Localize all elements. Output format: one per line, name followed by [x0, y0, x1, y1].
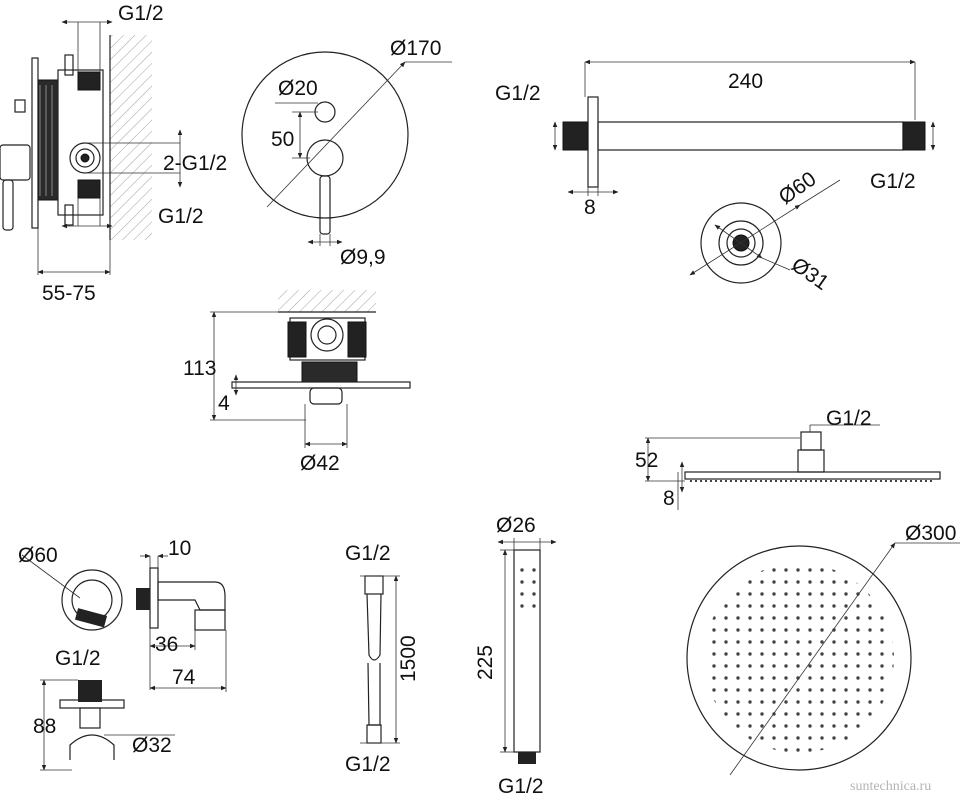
- holder-diameter-label: Ø32: [132, 734, 172, 757]
- body-knob-label: Ø42: [300, 452, 340, 475]
- mixer-body-top-view: 113 4 Ø42: [183, 290, 411, 475]
- wall-hatch-2: [278, 290, 376, 312]
- holder-bottom-view: 88 Ø32: [33, 679, 175, 771]
- arm-length-label: 240: [728, 70, 763, 93]
- mixer-depth-label: 55-75: [42, 282, 96, 305]
- shower-hose: G1/2 G1/2 1500: [345, 542, 420, 776]
- shower-arm-side-view: 240 G1/2 G1/2 8: [495, 59, 936, 219]
- arm-right-thread-label: G1/2: [870, 170, 916, 193]
- plate-diameter-label: Ø170: [390, 37, 441, 60]
- arm-flange-label: 8: [584, 196, 596, 219]
- shower-nozzle-dots: [704, 563, 894, 753]
- watermark: suntechnica.ru: [850, 779, 931, 794]
- head-height-label: 52: [635, 449, 658, 472]
- holder-offset-label: 10: [168, 537, 191, 560]
- body-height-label: 113: [183, 357, 216, 380]
- body-plate-label: 4: [218, 392, 230, 415]
- hand-length-label: 225: [474, 645, 497, 680]
- mixer-outlets-label: 2-G1/2: [163, 152, 227, 175]
- hand-shower: Ø26 225 G1/2: [474, 514, 557, 798]
- hose-top-thread-label: G1/2: [345, 542, 391, 565]
- shower-head-side-view: G1/2 52 8: [635, 407, 941, 510]
- holder-side-view: 10 36 74: [136, 537, 227, 692]
- flange-diameter-label: Ø60: [775, 167, 821, 209]
- holder-inner-label: 36: [155, 633, 178, 656]
- head-thread-label: G1/2: [826, 407, 872, 430]
- arm-left-thread-label: G1/2: [495, 82, 541, 105]
- shower-head-front-view: Ø300: [686, 522, 960, 776]
- head-diameter-label: Ø300: [905, 522, 956, 545]
- plate-small-hole-label: Ø20: [278, 77, 318, 100]
- plate-offset-label: 50: [271, 128, 294, 151]
- holder-height-label: 88: [33, 715, 56, 738]
- elbow-thread-label: G1/2: [55, 647, 101, 670]
- wall-elbow-front-view: Ø60 G1/2: [18, 544, 123, 670]
- head-thickness-label: 8: [663, 487, 675, 510]
- hand-thread-label: G1/2: [498, 775, 544, 798]
- hose-bottom-thread-label: G1/2: [345, 753, 391, 776]
- hand-diameter-label: Ø26: [496, 514, 536, 537]
- hose-length-label: 1500: [397, 635, 420, 682]
- holder-length-label: 74: [172, 666, 196, 689]
- mixer-side-view: G1/2 2-G1/2 G1/2 55-75: [0, 2, 227, 305]
- mixer-top-inlet-label: G1/2: [118, 2, 164, 25]
- wall-plate-front-view: Ø170 Ø20 50 Ø9,9: [241, 37, 452, 269]
- hand-nozzle-dots: [518, 560, 536, 615]
- elbow-diameter-label: Ø60: [18, 544, 58, 567]
- arm-flange-front-view: Ø60 Ø31: [689, 167, 841, 295]
- mixer-bottom-inlet-label: G1/2: [158, 205, 204, 228]
- flange-inner-label: Ø31: [787, 253, 833, 295]
- plate-lever-label: Ø9,9: [340, 246, 386, 269]
- wall-hatch: [110, 35, 152, 240]
